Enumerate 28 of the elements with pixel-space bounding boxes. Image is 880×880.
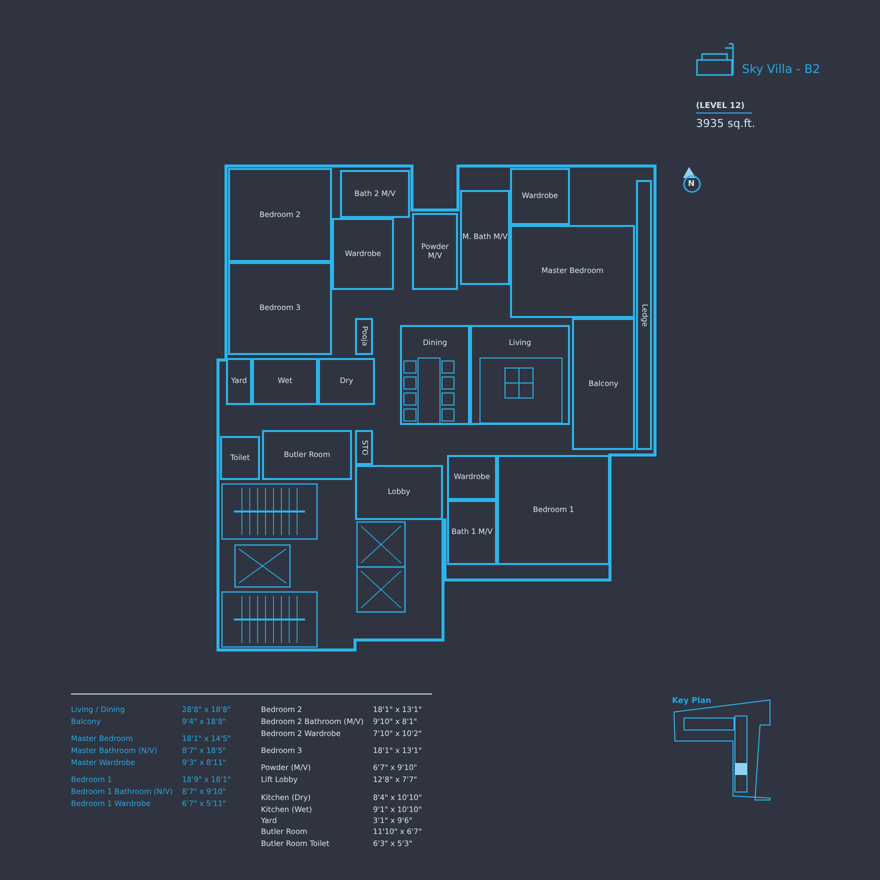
room-outline [228, 262, 332, 355]
key-plan-heading: Key Plan [672, 696, 712, 705]
north-letter: N [688, 179, 695, 188]
room-outline [572, 318, 635, 450]
room-outline [497, 455, 610, 565]
area-label: 3935 sq.ft. [696, 117, 756, 130]
room-outline [228, 168, 332, 262]
room-outline [447, 500, 497, 565]
room-outline [220, 436, 260, 480]
room-outline [252, 358, 318, 405]
room-outline [460, 190, 510, 285]
room-outline [355, 318, 373, 355]
room-outline [400, 325, 470, 425]
room-outline [226, 358, 252, 405]
room-outline [510, 168, 570, 225]
room-outline [355, 465, 443, 520]
room-outline [332, 218, 394, 290]
room-outline [318, 358, 375, 405]
room-outline [340, 170, 410, 218]
room-outline [262, 430, 352, 480]
room-outline [355, 430, 373, 465]
unit-title: Sky Villa - B2 [742, 62, 820, 76]
room-outline [447, 455, 497, 500]
room-outline [470, 325, 570, 425]
level-label: (LEVEL 12) [696, 101, 745, 110]
room-outline [636, 180, 652, 450]
room-outline [510, 225, 635, 318]
room-outline [412, 213, 458, 290]
